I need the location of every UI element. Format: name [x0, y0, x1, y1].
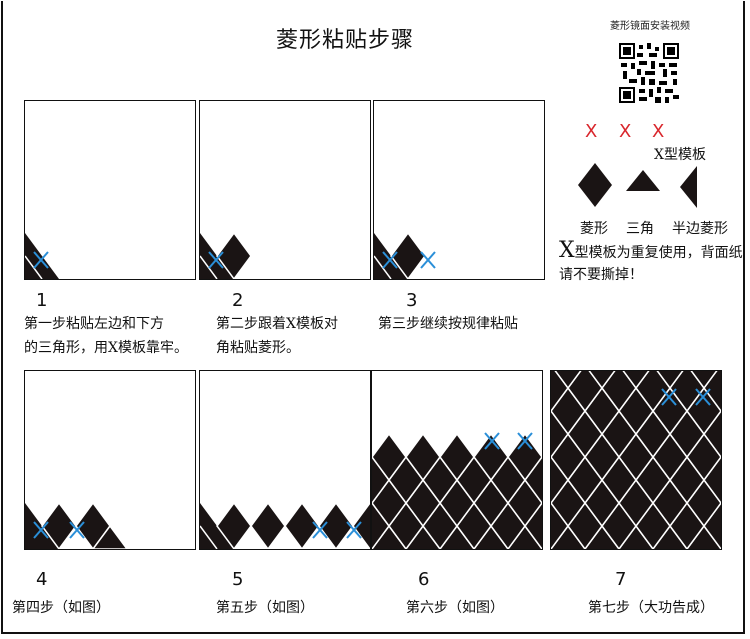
diamond-tile [554, 371, 582, 390]
diamond-tile [216, 231, 252, 279]
step-5-panel [199, 370, 371, 550]
triangle-icon [626, 170, 660, 191]
x-template-marker [382, 251, 398, 269]
corner-triangle-tile [25, 233, 59, 279]
triangle-label: 三角 [626, 221, 654, 237]
step-4-text: 第四步（如图） [12, 600, 110, 616]
step-6-number: 6 [418, 569, 430, 590]
step-2-text: 第二步跟着X模板对 角粘贴菱形。 [216, 316, 338, 356]
step-7-number: 7 [615, 569, 627, 590]
x-template-marker [208, 251, 224, 269]
x-template-icon: X [619, 121, 632, 142]
diamond-tile [622, 371, 650, 390]
step-7-panel [550, 370, 722, 550]
step-6-text: 第六步（如图） [406, 600, 504, 616]
diamond-tile [405, 432, 441, 482]
x-template-marker [420, 251, 436, 269]
step-2-number: 2 [232, 290, 244, 311]
diamond-tile [372, 432, 407, 482]
step-5-number: 5 [232, 569, 244, 590]
x-template-marker [69, 521, 85, 539]
x-template-icon: X [652, 121, 665, 142]
diamond-label: 菱形 [580, 221, 608, 237]
diamond-tile [216, 501, 252, 549]
step-1-text: 第一步粘贴左边和下方 的三角形，用X模板靠牢。 [24, 316, 188, 356]
x-template-marker [312, 521, 328, 539]
step-4-number: 4 [36, 569, 48, 590]
x-template-marker [517, 432, 533, 450]
x-template-marker [33, 521, 49, 539]
diamond-tile [690, 371, 718, 390]
step-5-text: 第五步（如图） [216, 600, 314, 616]
step-3-text: 第三步继续按规律粘贴 [378, 316, 518, 332]
step-7-text: 第七步（大功告成） [588, 600, 714, 616]
diamond-tile [250, 501, 286, 549]
diamond-icon [578, 163, 612, 207]
diamond-tile [439, 432, 475, 482]
diamond-tile [473, 432, 509, 482]
half-diamond-label: 半边菱形 [672, 221, 728, 237]
step-4-panel [24, 370, 196, 550]
x-template-icon: X [585, 121, 598, 142]
x-template-marker [484, 432, 500, 450]
diamond-tile [352, 501, 370, 549]
diamond-tile [284, 501, 320, 549]
diamond-tile [656, 371, 684, 390]
qr-caption: 菱形镜面安装视频 [610, 21, 690, 32]
diamond-tile [41, 501, 77, 549]
x-template-label: X型模板 [654, 147, 706, 163]
step-3-number: 3 [406, 290, 418, 311]
triangle-tile [92, 524, 128, 549]
step-3-panel [373, 100, 545, 280]
template-reuse-note: X型模板为重复使用，背面纸请不要撕掉！ [559, 238, 743, 284]
step-6-panel [371, 370, 543, 550]
x-template-marker [695, 388, 711, 406]
x-template-marker [33, 251, 49, 269]
step-2-panel [199, 100, 371, 280]
x-template-marker [661, 388, 677, 406]
step-1-number: 1 [36, 290, 48, 311]
half-diamond-icon [680, 166, 697, 208]
qr-code-icon[interactable] [619, 43, 679, 103]
diamond-tile [507, 432, 542, 482]
diamond-tile [588, 371, 616, 390]
x-template-marker [346, 521, 362, 539]
page-title: 菱形粘贴步骤 [275, 28, 414, 53]
diamond-tile [390, 231, 426, 279]
step-1-panel [24, 100, 196, 280]
